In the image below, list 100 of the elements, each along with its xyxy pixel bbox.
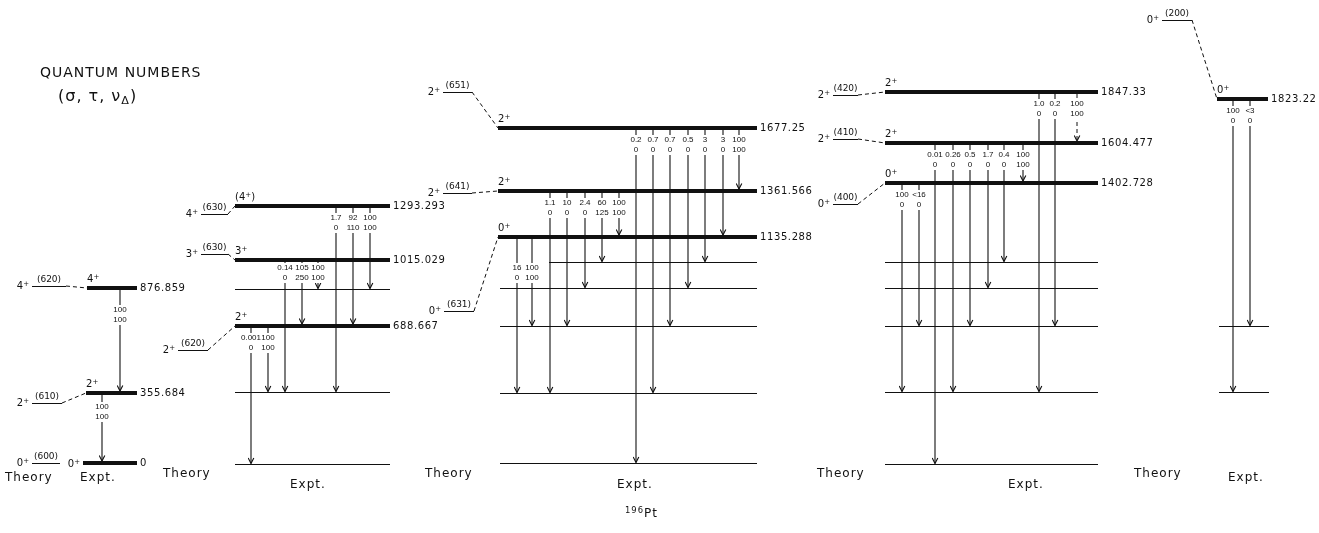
- configuration-label: (651): [445, 79, 470, 91]
- spin-label: 4$^{+}$: [16, 279, 29, 292]
- intensity-label: 1.1 0: [544, 198, 556, 218]
- spin-label: 0$^{+}$: [885, 168, 898, 180]
- energy-label: 0: [140, 457, 147, 469]
- column-label: Expt.: [1228, 470, 1264, 484]
- spin-label: 0$^{+}$: [1146, 13, 1159, 26]
- configuration-label: (630): [202, 201, 227, 213]
- transition-arrow: [1246, 100, 1254, 327]
- spin-label: 2$^{+}$: [16, 396, 29, 409]
- correspondence-line: [857, 182, 886, 205]
- transition-arrow: [915, 184, 923, 327]
- correspondence-line: [471, 91, 499, 129]
- correspondence-line: [857, 138, 886, 144]
- intensity-label: 0.14 0: [277, 263, 293, 283]
- heading: (σ, τ, ν$_{Δ}$): [58, 86, 138, 105]
- energy-label: 1604.477: [1101, 137, 1154, 149]
- intensity-label: 0.7 0: [664, 135, 676, 155]
- intensity-label: 100 0: [895, 190, 909, 210]
- transition-arrow: [1051, 93, 1059, 327]
- configuration-label: (410): [833, 126, 858, 138]
- transition-arrow: [719, 129, 727, 236]
- spin-label: 2$^{+}$: [498, 176, 511, 188]
- transition-arrow: [1000, 144, 1008, 263]
- intensity-label: 3 0: [702, 135, 708, 155]
- column-label: Theory: [425, 466, 473, 480]
- intensity-label: 0.5 0: [964, 150, 976, 170]
- reference-level-line: [1219, 391, 1269, 393]
- intensity-label: 2.4 0: [579, 198, 591, 218]
- intensity-label: 100 100: [1016, 150, 1030, 170]
- intensity-label: 0.26 0: [945, 150, 961, 170]
- transition-arrow: [701, 129, 709, 263]
- correspondence-line: [857, 91, 886, 96]
- intensity-label: 0.4 0: [998, 150, 1010, 170]
- energy-label: 1015.029: [393, 254, 446, 266]
- transition-arrow: [563, 192, 571, 327]
- intensity-label: 0.5 0: [682, 135, 694, 155]
- intensity-label: 16 0: [512, 263, 522, 283]
- reference-level-line: [885, 463, 1098, 465]
- energy-label: 1135.288: [760, 231, 813, 243]
- intensity-label: 0.7 0: [647, 135, 659, 155]
- spin-label: 2$^{+}$: [427, 186, 440, 199]
- transition-arrow: [116, 289, 124, 392]
- spin-label: 4$^{+}$: [185, 207, 198, 220]
- intensity-label: 100 100: [1070, 99, 1084, 119]
- energy-label: 876.859: [140, 282, 186, 294]
- correspondence-line: [227, 205, 236, 215]
- transition-arrow: [649, 129, 657, 394]
- column-label: Expt.: [1008, 477, 1044, 491]
- reference-level-line: [235, 463, 390, 465]
- intensity-label: 100 100: [525, 263, 539, 283]
- energy-label: 1847.33: [1101, 86, 1147, 98]
- transition-arrow: [298, 261, 306, 325]
- reference-level-line: [500, 462, 757, 464]
- transition-arrow: [513, 238, 521, 394]
- reference-level-line: [235, 288, 390, 290]
- energy-label: 688.667: [393, 320, 439, 332]
- column-label: Theory: [817, 466, 865, 480]
- column-label: Expt.: [617, 477, 653, 491]
- configuration-label: (641): [445, 180, 470, 192]
- configuration-label: (631): [446, 298, 472, 310]
- energy-label: 355.684: [140, 387, 186, 399]
- correspondence-line: [1191, 19, 1218, 100]
- spin-label: 0$^{+}$: [67, 458, 80, 470]
- reference-level-line: [885, 261, 1098, 263]
- spin-label: 0$^{+}$: [817, 197, 830, 210]
- configuration-label: (620): [180, 337, 206, 349]
- reference-level-line: [885, 391, 1098, 393]
- intensity-label: 1.0 0: [1033, 99, 1045, 119]
- spin-label: 2$^{+}$: [86, 378, 99, 390]
- intensity-label: 10 0: [562, 198, 572, 218]
- reference-level-line: [500, 325, 757, 327]
- reference-level-line: [1219, 325, 1269, 327]
- spin-label: 2$^{+}$: [162, 343, 175, 356]
- spin-label: 2$^{+}$: [498, 113, 511, 125]
- spin-label: 0$^{+}$: [428, 304, 441, 317]
- intensity-label: 3 0: [720, 135, 726, 155]
- intensity-label: 0.001 0: [241, 333, 261, 353]
- transition-arrow: [666, 129, 674, 327]
- intensity-label: 0.2 0: [1049, 99, 1061, 119]
- correspondence-line: [473, 236, 499, 312]
- caption: $^{196}$Pt: [625, 506, 658, 520]
- spin-label: 0$^{+}$: [16, 456, 29, 469]
- transition-arrow: [984, 144, 992, 289]
- spin-label: (4$^{+}$): [235, 191, 256, 203]
- transition-arrow: [684, 129, 692, 289]
- spin-label: 2$^{+}$: [817, 132, 830, 145]
- intensity-label: 1.7 0: [330, 213, 342, 233]
- transition-arrow: [332, 207, 340, 393]
- intensity-label: <16 0: [912, 190, 926, 210]
- column-label: Expt.: [80, 470, 116, 484]
- transition-arrow: [581, 192, 589, 289]
- reference-level-line: [500, 287, 757, 289]
- transition-arrow: [1035, 93, 1043, 393]
- configuration-label: (400): [833, 191, 858, 203]
- correspondence-line: [61, 392, 87, 404]
- column-label: Theory: [163, 466, 211, 480]
- intensity-label: 100 100: [612, 198, 626, 218]
- intensity-label: 1.7 0: [982, 150, 994, 170]
- transition-arrow: [281, 261, 289, 393]
